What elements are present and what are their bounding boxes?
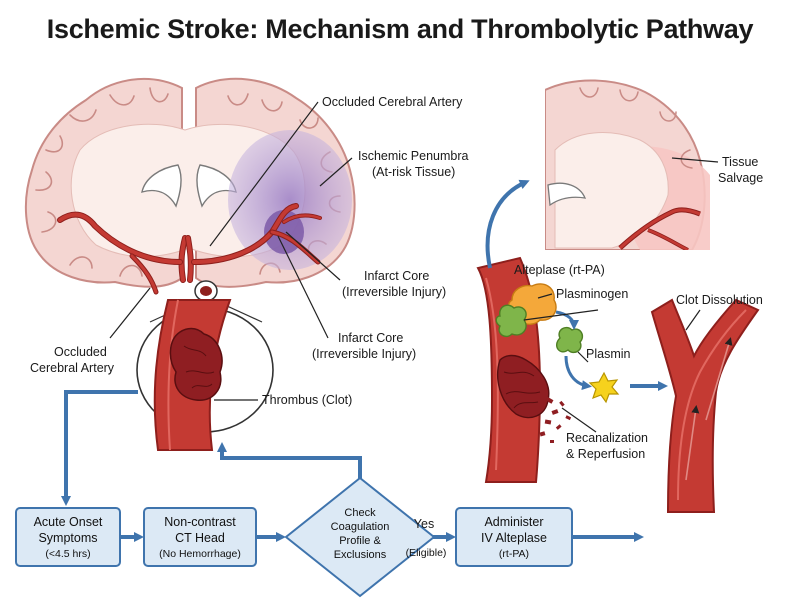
step3-line1: Administer <box>484 515 543 529</box>
flow-arrows <box>61 179 668 542</box>
label-tissue-salvage-line1: Tissue <box>722 155 758 169</box>
page-title: Ischemic Stroke: Mechanism and Thromboly… <box>46 14 754 44</box>
label-plasmin: Plasmin <box>586 347 631 361</box>
leader-lines <box>109 101 719 433</box>
step2-line1: Non-contrast <box>164 515 236 529</box>
label-tissue-salvage-line2: Salvage <box>718 171 763 185</box>
label-core1-line1: Infarct Core <box>364 269 429 283</box>
thrombus-clot <box>169 327 223 401</box>
magnified-artery-view <box>136 299 274 451</box>
label-core1-line2: (Irreversible Injury) <box>342 285 446 299</box>
label-recanalization-line1: Recanalization <box>566 431 648 445</box>
right-ventricle <box>196 164 237 208</box>
brain-coronal-section <box>24 77 356 302</box>
ischemic-penumbra-region <box>228 130 352 270</box>
label-plasminogen: Plasminogen <box>556 287 628 301</box>
flow-step-acute-onset: Acute Onset Symptoms (<4.5 hrs) <box>15 507 121 567</box>
plasminogen-molecule <box>495 304 527 338</box>
label-occluded-artery-top: Occluded Cerebral Artery <box>322 95 463 109</box>
step3-line2: IV Alteplase <box>481 531 547 545</box>
step1-sub: (<4.5 hrs) <box>45 548 90 560</box>
thrombolysis-artery <box>476 256 620 483</box>
label-occluded-left-line1: Occluded <box>54 345 107 359</box>
label-thrombus: Thrombus (Clot) <box>262 393 352 407</box>
flow-step-ct-head: Non-contrast CT Head (No Hemorrhage) <box>143 507 257 567</box>
cerebral-arteries <box>57 203 322 295</box>
decision-line1: Check <box>344 507 376 519</box>
label-clot-dissolution: Clot Dissolution <box>676 293 763 307</box>
decision-line3: Profile & <box>339 535 381 547</box>
label-recanalization-line2: & Reperfusion <box>566 447 645 461</box>
flow-decision-coagulation: Check Coagulation Profile & Exclusions <box>284 476 436 598</box>
step2-sub: (No Hemorrhage) <box>159 548 241 560</box>
step2-line2: CT Head <box>175 531 225 545</box>
left-ventricle <box>141 164 182 208</box>
step3-sub: (rt-PA) <box>499 548 529 560</box>
label-core2-line1: Infarct Core <box>338 331 403 345</box>
salvaged-brain-section <box>545 79 710 250</box>
step1-line1: Acute Onset <box>34 515 103 529</box>
decision-line2: Coagulation <box>331 521 390 533</box>
label-occluded-left-line2: Cerebral Artery <box>30 361 115 375</box>
label-alteplase: Alteplase (rt-PA) <box>514 263 605 277</box>
label-penumbra-line1: Ischemic Penumbra <box>358 149 469 163</box>
occlusion-clot-dot <box>200 286 212 296</box>
step1-line2: Symptoms <box>38 531 97 545</box>
eligible-label: (Eligible) <box>406 547 447 559</box>
recanalized-artery <box>650 298 760 513</box>
flow-step-administer-alteplase: Administer IV Alteplase (rt-PA) <box>455 507 573 567</box>
plasmin-molecule <box>556 326 584 354</box>
annotation-labels: Occluded Cerebral Artery Ischemic Penumb… <box>30 95 763 461</box>
decision-line4: Exclusions <box>334 549 387 561</box>
label-core2-line2: (Irreversible Injury) <box>312 347 416 361</box>
label-penumbra-line2: (At-risk Tissue) <box>372 165 455 179</box>
yes-label: Yes <box>414 517 434 531</box>
y-artery-shape <box>650 298 760 513</box>
plasmin-burst-icon <box>588 371 620 404</box>
clot-fragments <box>539 396 572 443</box>
